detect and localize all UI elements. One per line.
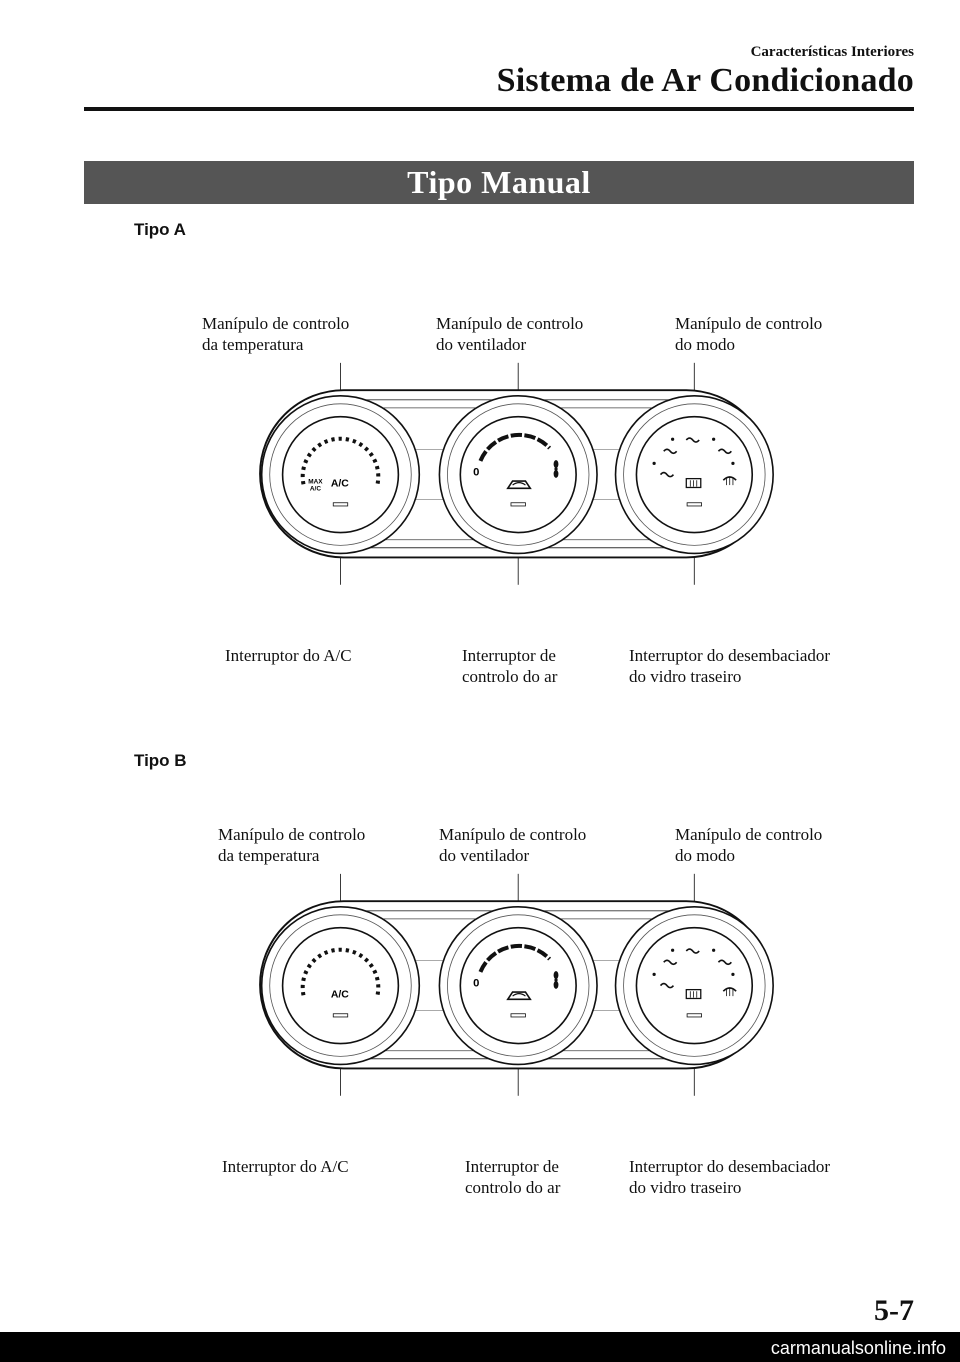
temperature-dial-a[interactable]: MAX A/C A/C xyxy=(260,394,421,555)
label-ac-switch-a: Interruptor do A/C xyxy=(225,646,352,665)
chapter-subtitle: Características Interiores xyxy=(750,44,914,60)
variant-a-heading: Tipo A xyxy=(134,220,186,239)
foot-defrost-icon xyxy=(717,959,732,966)
footer-bar: carmanualsonline.info xyxy=(0,1332,960,1362)
windshield-defrost-icon xyxy=(722,476,737,486)
foot-defrost-icon xyxy=(717,448,732,455)
section-banner: Tipo Manual xyxy=(84,161,914,204)
recirculation-icon xyxy=(506,480,532,490)
page-title: Sistema de Ar Condicionado xyxy=(496,62,914,99)
foot-vent-icon xyxy=(685,948,700,954)
rear-defroster-icon xyxy=(685,988,702,1000)
footer-watermark[interactable]: carmanualsonline.info xyxy=(770,1338,946,1358)
label-ac-switch-b: Interruptor do A/C xyxy=(222,1157,349,1176)
fan-icon xyxy=(553,460,559,478)
bi-level-vent-icon xyxy=(663,448,678,455)
bi-level-vent-icon xyxy=(663,959,678,966)
temperature-dial-b[interactable]: A/C xyxy=(260,905,421,1066)
face-vent-icon xyxy=(659,982,675,989)
recirculation-icon xyxy=(506,991,532,1001)
fan-dial-a[interactable]: 0 xyxy=(438,394,598,555)
climate-panel-b: A/C 0 xyxy=(259,873,774,1096)
air-intake-indicator xyxy=(510,1013,526,1018)
climate-panel-a: MAX A/C A/C 0 xyxy=(259,362,774,585)
ac-label: A/C xyxy=(331,479,349,490)
foot-vent-icon xyxy=(685,437,700,443)
header-rule xyxy=(84,107,914,111)
fan-zero-label: 0 xyxy=(473,466,479,478)
ac-label: A/C xyxy=(331,990,349,1001)
variant-b-heading: Tipo B xyxy=(134,751,187,770)
ac-indicator xyxy=(332,1013,349,1018)
max-label: MAX xyxy=(308,478,323,485)
windshield-defrost-icon xyxy=(722,987,737,997)
fan-zero-label: 0 xyxy=(473,977,479,989)
face-vent-icon xyxy=(659,471,675,478)
rear-defroster-indicator xyxy=(686,1013,702,1018)
rear-defroster-indicator xyxy=(686,502,702,507)
mode-dial-a[interactable] xyxy=(614,394,774,555)
mode-dial-b[interactable] xyxy=(614,905,774,1066)
fan-icon xyxy=(553,971,559,989)
air-intake-indicator xyxy=(510,502,526,507)
max-ac-label: A/C xyxy=(310,486,321,493)
rear-defroster-icon xyxy=(685,477,702,489)
ac-indicator xyxy=(332,502,349,507)
fan-dial-b[interactable]: 0 xyxy=(438,905,598,1066)
page-number: 5-7 xyxy=(874,1294,914,1327)
